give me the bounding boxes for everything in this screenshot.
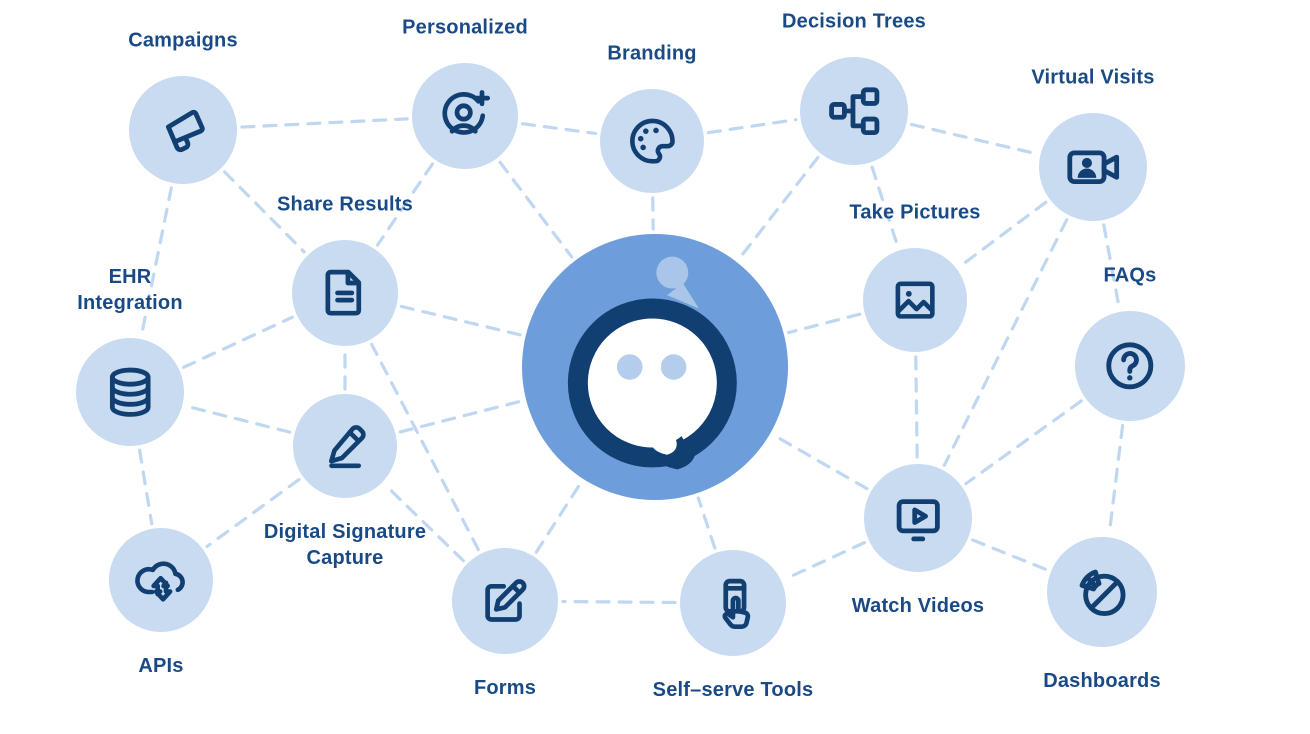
edge-share-results-center bbox=[399, 304, 523, 337]
node-label-virtual-visits: Virtual Visits bbox=[1031, 66, 1155, 89]
edge-forms-center bbox=[534, 481, 583, 554]
edge-faqs-dashboards bbox=[1107, 423, 1125, 535]
megaphone-icon bbox=[165, 109, 205, 152]
database-icon bbox=[109, 367, 151, 417]
node-circle bbox=[76, 338, 184, 446]
node-label-take-pictures: Take Pictures bbox=[849, 201, 981, 224]
edge-personalized-share-results bbox=[375, 162, 435, 247]
chat-bubble-logo bbox=[522, 234, 788, 500]
node-circle bbox=[412, 63, 518, 169]
edge-personalized-center bbox=[498, 160, 574, 259]
image-icon bbox=[895, 281, 935, 319]
edge-ehr-integration-apis bbox=[137, 448, 154, 526]
flowchart-icon bbox=[828, 87, 880, 135]
node-circle bbox=[452, 548, 558, 654]
node-circle bbox=[600, 89, 704, 193]
node-label-forms: Forms bbox=[473, 677, 537, 699]
edge-watch-videos-center bbox=[773, 434, 869, 491]
edge-decision-trees-take-pictures bbox=[870, 165, 900, 248]
edge-digital-signature-center bbox=[398, 399, 523, 434]
node-circle bbox=[109, 528, 213, 632]
node-label-ehr-integration: EHR Integration bbox=[77, 265, 183, 314]
node-label-branding: Branding bbox=[607, 42, 697, 65]
chat-bubble-logo-icon bbox=[522, 234, 788, 500]
edge-self-serve-tools-center bbox=[696, 496, 717, 550]
node-label-dashboards: Dashboards bbox=[1043, 670, 1161, 692]
edge-self-serve-tools-forms bbox=[561, 599, 677, 605]
edge-campaigns-share-results bbox=[222, 170, 306, 254]
node-circle bbox=[1047, 537, 1157, 647]
node-circle bbox=[863, 248, 967, 352]
edge-virtual-visits-watch-videos bbox=[942, 218, 1069, 467]
edge-faqs-watch-videos bbox=[964, 399, 1083, 486]
node-label-personalized: Personalized bbox=[402, 16, 528, 39]
edge-take-pictures-watch-videos bbox=[914, 355, 919, 461]
edit-form-icon bbox=[485, 579, 527, 623]
node-circle bbox=[864, 464, 972, 572]
node-circle bbox=[800, 57, 908, 165]
signature-pen-icon bbox=[328, 425, 366, 468]
edge-campaigns-personalized bbox=[240, 117, 409, 129]
node-label-digital-signature-capture: Digital Signature Capture bbox=[263, 521, 427, 569]
node-label-campaigns: Campaigns bbox=[128, 29, 238, 52]
node-label-faqs: FAQs bbox=[1103, 264, 1157, 287]
edge-watch-videos-dashboards bbox=[971, 538, 1048, 572]
node-label-watch-videos: Watch Videos bbox=[851, 595, 985, 617]
node-circle bbox=[1039, 113, 1147, 221]
edge-digital-signature-ehr-integration bbox=[185, 404, 292, 434]
edge-digital-signature-apis bbox=[205, 477, 301, 549]
node-circle bbox=[1075, 311, 1185, 421]
user-plus-icon bbox=[442, 90, 491, 136]
edge-decision-trees-center bbox=[738, 155, 820, 260]
node-circle bbox=[292, 240, 398, 346]
question-circle-icon bbox=[1106, 342, 1154, 390]
tap-phone-icon bbox=[722, 579, 751, 630]
video-camera-icon bbox=[1067, 150, 1119, 184]
edge-decision-trees-virtual-visits bbox=[909, 122, 1038, 156]
edge-take-pictures-center bbox=[787, 312, 862, 335]
edge-virtual-visits-faqs bbox=[1102, 223, 1121, 309]
document-icon bbox=[325, 270, 362, 316]
edge-virtual-visits-take-pictures bbox=[959, 200, 1048, 268]
edge-forms-share-results bbox=[370, 342, 480, 552]
edge-campaigns-ehr-integration bbox=[140, 186, 173, 336]
video-player-icon bbox=[896, 498, 940, 542]
edge-forms-digital-signature bbox=[384, 484, 465, 563]
node-circle bbox=[129, 76, 237, 184]
edge-personalized-branding bbox=[520, 122, 598, 136]
palette-icon bbox=[629, 118, 675, 164]
edge-ehr-integration-share-results bbox=[181, 315, 294, 369]
pie-chart-icon bbox=[1079, 569, 1126, 617]
edge-branding-decision-trees bbox=[706, 118, 798, 135]
node-label-apis: APIs bbox=[138, 655, 184, 677]
node-circle bbox=[680, 550, 786, 656]
node-label-self-serve-tools: Self–serve Tools bbox=[652, 679, 814, 701]
node-circle bbox=[293, 394, 397, 498]
cloud-sync-icon bbox=[135, 561, 185, 602]
node-label-share-results: Share Results bbox=[277, 193, 413, 216]
edge-watch-videos-self-serve-tools bbox=[784, 541, 866, 581]
node-label-decision-trees: Decision Trees bbox=[782, 10, 926, 33]
